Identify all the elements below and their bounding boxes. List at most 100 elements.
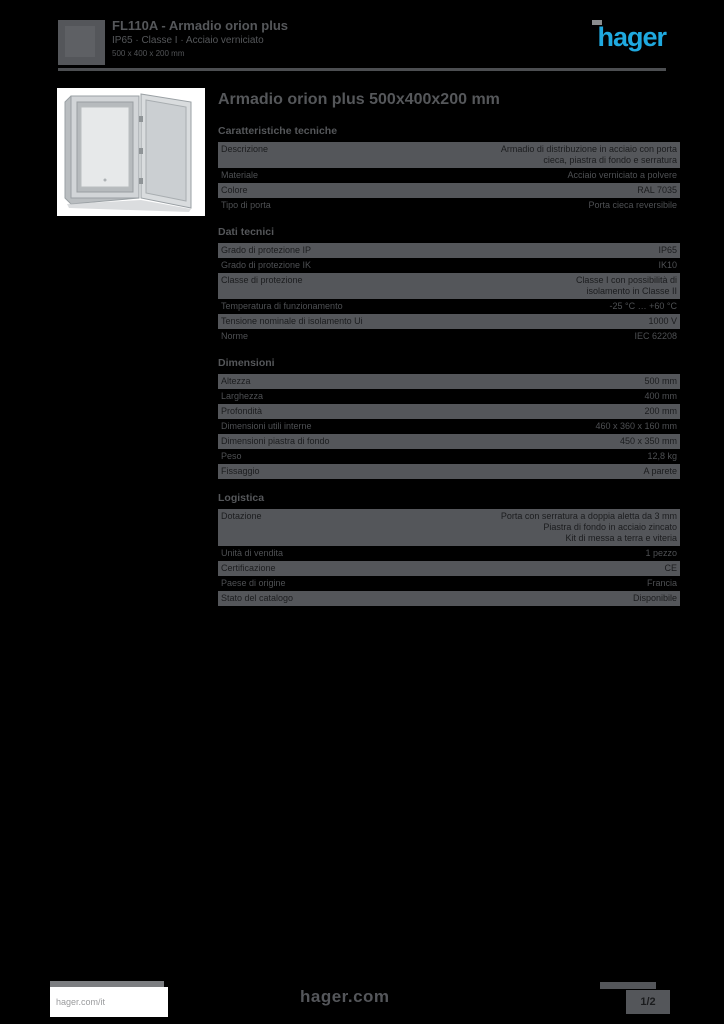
table-row: Dimensioni piastra di fondo 450 x 350 mm xyxy=(218,434,680,449)
row-label: Unità di vendita xyxy=(221,548,284,558)
row-value: 460 x 360 x 160 mm xyxy=(413,421,677,432)
row-value-line: 460 x 360 x 160 mm xyxy=(595,421,677,431)
table-row: Altezza 500 mm xyxy=(218,374,680,389)
table-row: Certificazione CE xyxy=(218,561,680,576)
row-label: Classe di protezione xyxy=(221,275,303,285)
row-value-line: 12,8 kg xyxy=(647,451,677,461)
row-label: Certificazione xyxy=(221,563,276,573)
row-value: 450 x 350 mm xyxy=(413,436,677,447)
row-label: Tensione nominale di isolamento Ui xyxy=(221,316,363,326)
row-value-line: -25 °C … +60 °C xyxy=(609,301,677,311)
row-label: Temperatura di funzionamento xyxy=(221,301,343,311)
row-label: Altezza xyxy=(221,376,251,386)
row-value-line: 500 mm xyxy=(644,376,677,386)
row-value-line: Classe I con possibilità di xyxy=(575,275,677,285)
row-value-line: IP65 xyxy=(658,245,677,255)
row-label: Peso xyxy=(221,451,242,461)
enclosure-illustration xyxy=(64,93,192,212)
footer-page-bar xyxy=(600,982,656,989)
table-row: Profondità 200 mm xyxy=(218,404,680,419)
section-header: Logistica xyxy=(218,492,265,504)
row-value: -25 °C … +60 °C xyxy=(413,301,677,312)
footer-website-link[interactable]: hager.com/it xyxy=(56,997,106,1007)
section-header: Caratteristiche tecniche xyxy=(218,125,338,137)
table-row: Dimensioni utili interne 460 x 360 x 160 … xyxy=(218,419,680,434)
row-value-line: 200 mm xyxy=(644,406,677,416)
table-row: Descrizione Armadio di distribuzione in a… xyxy=(218,142,680,168)
main-column: Armadio orion plus 500x400x200 mm Caratt… xyxy=(218,90,680,618)
table-row: Classe di protezione Classe I con possibi… xyxy=(218,273,680,299)
row-label: Larghezza xyxy=(221,391,264,401)
row-label: Descrizione xyxy=(221,144,269,154)
row-value: 500 mm xyxy=(413,376,677,387)
row-value-line: A parete xyxy=(643,466,677,476)
row-value-line: 1000 V xyxy=(648,316,677,326)
section-header: Dati tecnici xyxy=(218,226,275,238)
row-value: 200 mm xyxy=(413,406,677,417)
row-value: Porta con serratura a doppia aletta da 3… xyxy=(413,511,677,544)
row-label: Colore xyxy=(221,185,248,195)
row-label: Dimensioni utili interne xyxy=(221,421,312,431)
row-value: 12,8 kg xyxy=(413,451,677,462)
row-value: 400 mm xyxy=(413,391,677,402)
table-row: Tensione nominale di isolamento Ui 1000 V xyxy=(218,314,680,329)
row-label: Profondità xyxy=(221,406,263,416)
row-label: Paese di origine xyxy=(221,578,286,588)
row-value-line: 450 x 350 mm xyxy=(619,436,677,446)
row-value-line: Disponibile xyxy=(632,593,677,603)
row-value: Porta cieca reversibile xyxy=(413,200,677,211)
row-value: IP65 xyxy=(413,245,677,256)
row-label: Fissaggio xyxy=(221,466,260,476)
row-value: Acciaio verniciato a polvere xyxy=(413,170,677,181)
row-value-line: Armadio di distribuzione in acciaio con … xyxy=(500,144,677,154)
row-value-line: Porta con serratura a doppia aletta da 3… xyxy=(500,511,677,521)
page-indicator: 1/2 xyxy=(626,990,670,1014)
row-value: IEC 62208 xyxy=(413,331,677,342)
row-value-line: IK10 xyxy=(658,260,677,270)
header-reference-line: 500 x 400 x 200 mm xyxy=(112,49,185,58)
row-value: A parete xyxy=(413,466,677,477)
row-label: Stato del catalogo xyxy=(221,593,294,603)
table-row: Grado di protezione IK IK10 xyxy=(218,258,680,273)
footer-brand-mark: hager.com xyxy=(300,987,390,1006)
row-value: RAL 7035 xyxy=(413,185,677,196)
row-value: Armadio di distribuzione in acciaio con … xyxy=(413,144,677,166)
header-product-thumbnail xyxy=(58,20,105,65)
row-label: Materiale xyxy=(221,170,259,180)
table-row: Larghezza 400 mm xyxy=(218,389,680,404)
row-label: Tipo di porta xyxy=(221,200,271,210)
table-row: Peso 12,8 kg xyxy=(218,449,680,464)
row-value-line: CE xyxy=(664,563,677,573)
row-label: Dimensioni piastra di fondo xyxy=(221,436,330,446)
row-value-line: isolamento in Classe II xyxy=(586,286,677,296)
row-label: Dotazione xyxy=(221,511,262,521)
hager-logo: hager xyxy=(597,22,667,52)
row-value-line: IEC 62208 xyxy=(634,331,677,341)
header: FL110A - Armadio orion plus IP65 · Class… xyxy=(58,18,667,66)
row-value: 1000 V xyxy=(413,316,677,327)
table-row: Norme IEC 62208 xyxy=(218,329,680,344)
table-row: Fissaggio A parete xyxy=(218,464,680,479)
header-title: FL110A - Armadio orion plus xyxy=(112,18,289,33)
product-photo xyxy=(57,88,205,216)
table-row: Dotazione Porta con serratura a doppia al… xyxy=(218,509,680,546)
header-thumbnail-inner xyxy=(65,26,95,57)
row-label: Norme xyxy=(221,331,249,341)
table-row: Materiale Acciaio verniciato a polvere xyxy=(218,168,680,183)
logo-notch-mark xyxy=(592,20,602,25)
row-value: 1 pezzo xyxy=(413,548,677,559)
row-value-line: Porta cieca reversibile xyxy=(588,200,677,210)
row-label: Grado di protezione IK xyxy=(221,260,312,270)
row-label: Grado di protezione IP xyxy=(221,245,312,255)
footer-box-top-bar xyxy=(50,981,164,987)
table-row: Tipo di porta Porta cieca reversibile xyxy=(218,198,680,213)
section-header: Dimensioni xyxy=(218,357,275,369)
table-row: Temperatura di funzionamento -25 °C … +60… xyxy=(218,299,680,314)
row-value-line: Kit di messa a terra e viteria xyxy=(565,533,677,543)
table-row: Unità di vendita 1 pezzo xyxy=(218,546,680,561)
footer-website-box: hager.com/it xyxy=(50,987,168,1017)
row-value-line: Piastra di fondo in acciaio zincato xyxy=(543,522,677,532)
